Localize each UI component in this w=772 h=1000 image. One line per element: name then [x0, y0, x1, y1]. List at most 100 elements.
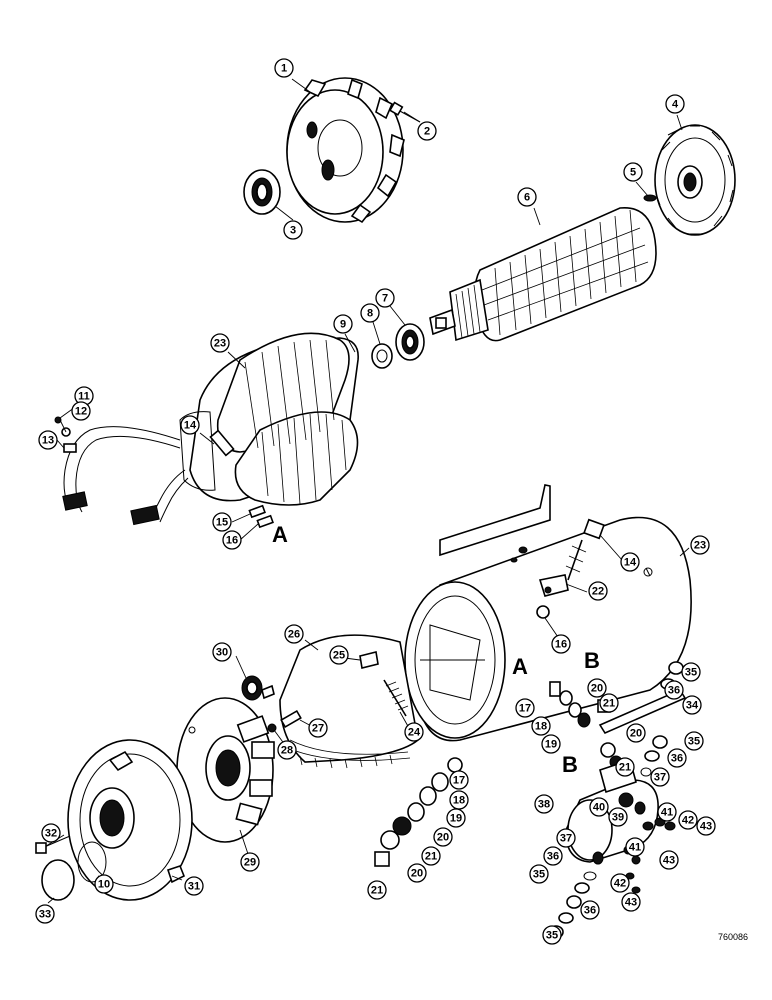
washer-37-a [640, 767, 652, 777]
callout-label: 36 [668, 685, 680, 697]
nut-35-b [652, 735, 668, 749]
callout-34: 34 [682, 695, 702, 715]
callout-label: 33 [39, 909, 51, 921]
callout-3: 3 [283, 220, 303, 240]
callout-label: 3 [290, 225, 296, 237]
callout-label: 36 [547, 851, 559, 863]
callout-36: 36 [543, 846, 563, 866]
callout-circle [678, 810, 698, 830]
callout-41: 41 [657, 802, 677, 822]
callout-23: 23 [210, 333, 230, 353]
callout-6: 6 [517, 187, 537, 207]
callout-label: 26 [288, 629, 300, 641]
screw-11 [54, 416, 62, 424]
callout-label: 19 [545, 739, 557, 751]
callout-19: 19 [541, 734, 561, 754]
callout-20: 20 [626, 723, 646, 743]
callout-label: 24 [408, 727, 421, 739]
washer-36-c [574, 882, 590, 894]
callout-circle [534, 794, 554, 814]
callout-label: 34 [686, 700, 699, 712]
callout-37: 37 [650, 767, 670, 787]
callout-8: 8 [360, 303, 380, 323]
callout-label: 17 [453, 775, 465, 787]
callout-circle [407, 863, 427, 883]
end-housing [286, 77, 405, 224]
callout-label: 35 [688, 736, 700, 748]
callout-label: 20 [630, 728, 642, 740]
callout-circle [333, 314, 353, 334]
callout-label: 21 [603, 698, 615, 710]
callout-label: 21 [371, 885, 383, 897]
callout-label: 20 [437, 832, 449, 844]
callout-circle [360, 303, 380, 323]
callout-label: 38 [538, 799, 550, 811]
terminal-hardware-stack [374, 757, 463, 867]
drawing-code: 760086 [718, 932, 748, 942]
callout-circle [35, 904, 55, 924]
callout-21: 21 [599, 693, 619, 713]
callout-circle [541, 734, 561, 754]
callout-label: 10 [98, 879, 110, 891]
callout-label: 13 [42, 435, 54, 447]
callout-circle [212, 642, 232, 662]
callout-circle [283, 220, 303, 240]
callout-35: 35 [684, 731, 704, 751]
callout-circle [433, 827, 453, 847]
callout-label: 25 [333, 650, 345, 662]
bearing-3 [243, 169, 281, 215]
callout-label: 36 [671, 753, 683, 765]
brush-holder-plate [176, 697, 275, 843]
callout-label: 11 [78, 391, 90, 403]
callout-9: 9 [333, 314, 353, 334]
callout-circle [664, 680, 684, 700]
callout-circle [696, 816, 716, 836]
callout-label: 39 [612, 812, 624, 824]
callout-circle [665, 94, 685, 114]
callout-42: 42 [678, 810, 698, 830]
callout-label: 18 [453, 795, 465, 807]
bearing-7 [395, 323, 425, 361]
callout-28: 28 [277, 740, 297, 760]
callout-label: 31 [188, 881, 200, 893]
nut-35-a [668, 661, 684, 675]
callout-43: 43 [621, 892, 641, 912]
washer-37-b [583, 871, 597, 881]
callout-label: 43 [625, 897, 637, 909]
callout-label: 35 [533, 869, 545, 881]
callout-circle [684, 731, 704, 751]
callout-circle [94, 874, 114, 894]
callout-16: 16 [222, 530, 242, 550]
callout-circle [515, 698, 535, 718]
callout-circle [681, 662, 701, 682]
callout-circle [626, 723, 646, 743]
callout-21: 21 [367, 880, 387, 900]
nut-43-c [631, 886, 641, 894]
callout-36: 36 [667, 748, 687, 768]
callout-circle [690, 535, 710, 555]
callout-circle [608, 807, 628, 827]
callout-circle [277, 740, 297, 760]
callout-circle [38, 430, 58, 450]
callout-21: 21 [421, 846, 441, 866]
callout-label: 30 [216, 647, 228, 659]
callout-29: 29 [240, 852, 260, 872]
callout-label: 42 [682, 815, 694, 827]
nut-43-b [631, 855, 641, 865]
callout-label: 21 [425, 851, 437, 863]
callout-circle [620, 552, 640, 572]
washer-8 [371, 343, 393, 369]
callout-circle [517, 187, 537, 207]
callout-label: 27 [312, 723, 324, 735]
callout-2: 2 [417, 121, 437, 141]
callout-circle [650, 767, 670, 787]
callout-circle [621, 892, 641, 912]
washer-41-a [642, 821, 654, 831]
callout-14: 14 [180, 415, 200, 435]
callout-label: 14 [184, 420, 197, 432]
callout-10: 10 [94, 874, 114, 894]
callout-38: 38 [534, 794, 554, 814]
callout-4: 4 [665, 94, 685, 114]
callout-37: 37 [556, 828, 576, 848]
